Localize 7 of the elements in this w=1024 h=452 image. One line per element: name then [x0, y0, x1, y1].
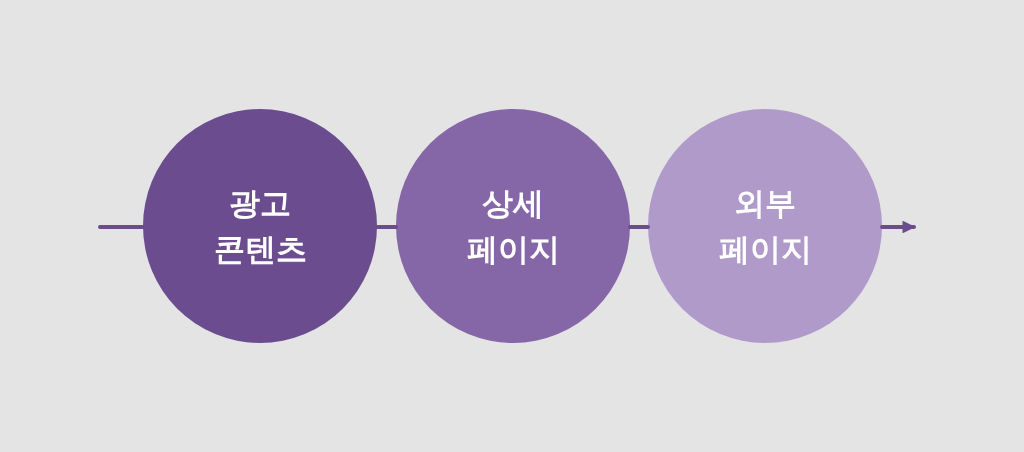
arrow: [880, 220, 916, 234]
step-label: 광고 콘텐츠: [212, 184, 308, 269]
connector-line: [628, 225, 650, 229]
step-label: 외부 페이지: [717, 184, 813, 269]
step-label: 상세 페이지: [465, 184, 561, 269]
connector-line: [98, 225, 145, 229]
connector-line: [375, 225, 398, 229]
